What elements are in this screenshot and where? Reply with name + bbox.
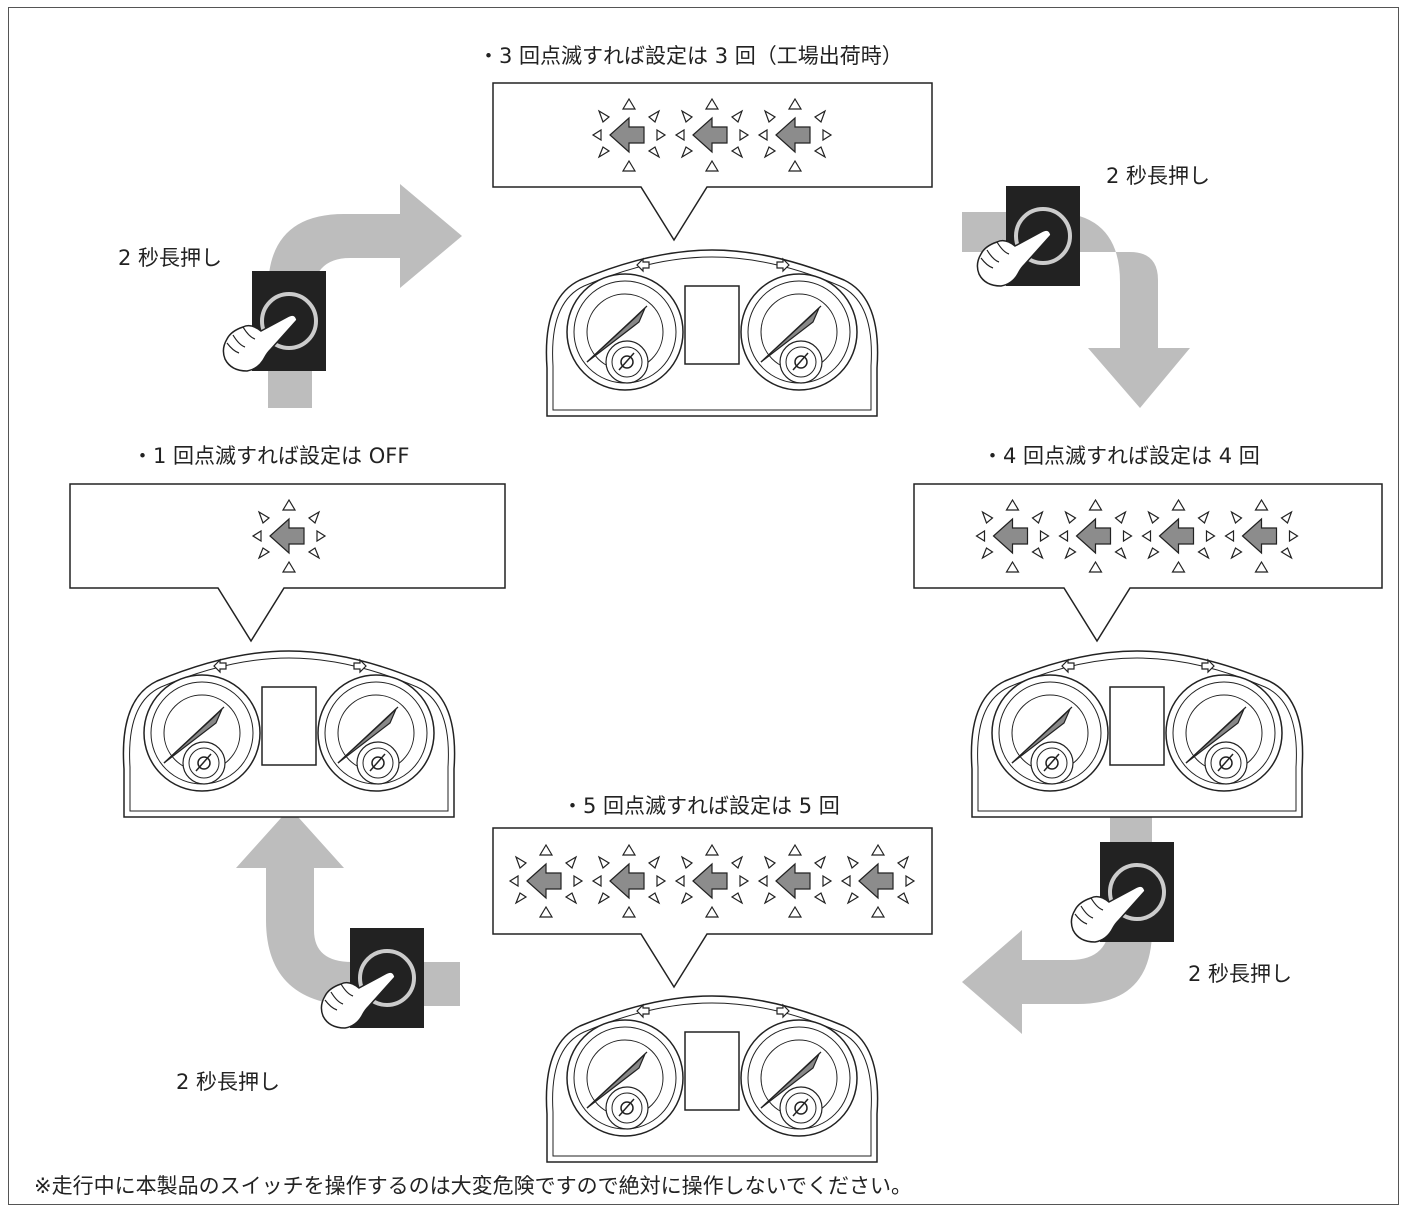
state-s4-callout bbox=[913, 483, 1383, 643]
state-s1-caption: ・1 回点滅すれば設定は OFF bbox=[132, 444, 410, 468]
switch-button-t1 bbox=[221, 269, 328, 373]
switch-button-t3 bbox=[1069, 840, 1176, 944]
state-s4-caption: ・4 回点滅すれば設定は 4 回 bbox=[982, 444, 1260, 468]
transition-t3-label: 2 秒長押し bbox=[1188, 962, 1293, 986]
transition-t2-label: 2 秒長押し bbox=[1106, 164, 1211, 188]
state-s5-caption: ・5 回点滅すれば設定は 5 回 bbox=[562, 794, 840, 818]
diagram-frame bbox=[8, 7, 1399, 1205]
state-s3-caption: ・3 回点滅すれば設定は 3 回（工場出荷時） bbox=[478, 44, 903, 68]
state-s4-cluster bbox=[971, 651, 1302, 817]
transition-t1-label: 2 秒長押し bbox=[118, 246, 223, 270]
flow-arrow-t4 bbox=[236, 808, 460, 1006]
state-s3-cluster bbox=[546, 250, 877, 416]
state-s1-callout bbox=[69, 483, 506, 643]
flow-arrow-t2 bbox=[962, 212, 1190, 408]
flow-arrow-t1 bbox=[268, 184, 462, 408]
footer-warning: ※走行中に本製品のスイッチを操作するのは大変危険ですので絶対に操作しないでくださ… bbox=[34, 1174, 912, 1198]
flow-arrow-t3 bbox=[962, 810, 1152, 1034]
transition-t4-label: 2 秒長押し bbox=[176, 1070, 281, 1094]
state-s5-cluster bbox=[546, 996, 877, 1162]
state-s1-cluster bbox=[123, 651, 454, 817]
